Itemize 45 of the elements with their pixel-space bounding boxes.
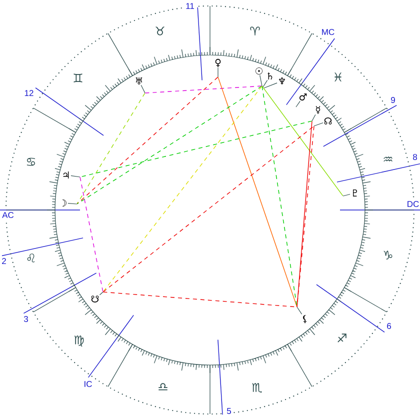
aspect-line [262,86,298,308]
house-label: 6 [387,323,391,329]
planet-glyph: ♄ [262,72,275,88]
planet-glyph: ♀ [214,58,222,78]
zodiac-sign: ♓ [334,72,342,82]
aspect-line [80,120,312,178]
zodiac-sign: ♑ [384,250,392,260]
house-label: DC [408,201,419,207]
zodiac-sign: ♍ [74,336,84,346]
zodiac-sign: ♎ [158,383,168,390]
house-label: 11 [186,3,194,9]
house-label: IC [84,381,92,387]
house-label: 5 [226,408,232,414]
house-label: AC [2,212,14,218]
planet-glyph: ⚸ [296,306,309,324]
aspect-line [102,126,314,292]
house-label: 9 [391,97,395,103]
planet-glyph: ♅ [134,77,146,94]
planet-glyph: ☋ [90,292,104,303]
house-label: 8 [413,154,417,160]
zodiac-sign: ♈ [250,26,260,36]
planet-glyph: ♇ [342,189,360,197]
house-label: 3 [24,316,28,322]
aspect-line [218,76,298,308]
house-label: 12 [24,90,34,96]
aspect-line [76,76,218,204]
house-label: 2 [2,258,6,264]
zodiac-sign: ♋ [26,158,36,166]
aspect-line [76,86,262,204]
planet-glyph: ♂ [296,93,308,108]
house-label: MC [322,29,334,35]
planet-glyph: ♃ [61,171,80,179]
aspect-line [262,86,344,196]
zodiac-sign: ♌ [27,254,35,262]
zodiac-sign: ♐ [338,334,346,342]
aspect-line [144,86,262,94]
planet-glyph: ☉ [254,67,264,86]
zodiac-sign: ♉ [156,26,164,36]
aspect-line [80,176,104,292]
zodiac-sign: ♊ [74,74,82,82]
planet-glyph: ☽ [58,199,78,207]
zodiac-sign: ♏ [252,383,262,393]
aspect-line [102,86,262,292]
zodiac-sign: ♒ [384,156,392,162]
aspect-line [76,92,146,204]
